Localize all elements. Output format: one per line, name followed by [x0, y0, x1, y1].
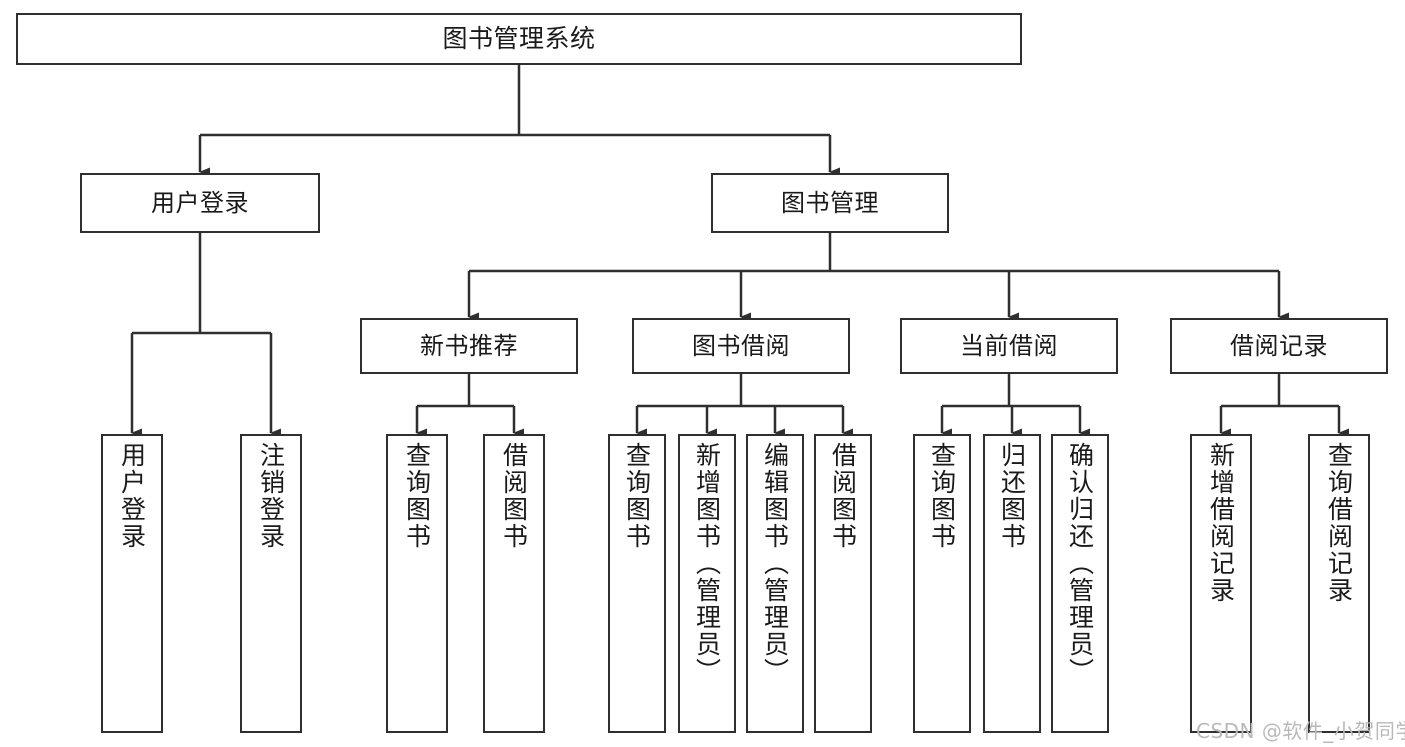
- node-label: 借阅记录: [1230, 331, 1328, 360]
- node-root[interactable]: 图书管理系统: [16, 13, 1022, 65]
- node-label: 查询借阅记录: [1324, 442, 1354, 604]
- node-label: 新增借阅记录: [1206, 442, 1236, 604]
- node-leaf-query-book-1[interactable]: 查询图书: [386, 434, 448, 733]
- node-label: 借阅图书: [828, 442, 858, 550]
- node-leaf-edit-book[interactable]: 编辑图书（管理员）: [746, 434, 804, 733]
- node-leaf-borrow-book-1[interactable]: 借阅图书: [483, 434, 545, 733]
- node-label: 图书管理系统: [442, 24, 596, 53]
- node-user-login[interactable]: 用户登录: [80, 173, 320, 233]
- node-leaf-query-record[interactable]: 查询借阅记录: [1308, 434, 1370, 733]
- node-label: 确认归还（管理员）: [1065, 442, 1095, 685]
- node-leaf-confirm-return[interactable]: 确认归还（管理员）: [1051, 434, 1109, 733]
- node-label: 图书借阅: [692, 331, 790, 360]
- node-label: 新增图书（管理员）: [692, 442, 722, 685]
- node-label: 归还图书: [997, 442, 1027, 550]
- node-new-book-rec[interactable]: 新书推荐: [360, 318, 578, 374]
- node-book-borrow[interactable]: 图书借阅: [632, 318, 850, 374]
- watermark: CSDN @软件_小贺同学: [1196, 719, 1405, 743]
- node-label: 借阅图书: [499, 442, 529, 550]
- node-label: 当前借阅: [960, 331, 1058, 360]
- node-leaf-query-book-3[interactable]: 查询图书: [913, 434, 971, 733]
- node-label: 新书推荐: [420, 331, 518, 360]
- node-leaf-user-login[interactable]: 用户登录: [101, 434, 163, 733]
- node-leaf-logout[interactable]: 注销登录: [240, 434, 302, 733]
- node-label: 查询图书: [622, 442, 652, 550]
- node-label: 编辑图书（管理员）: [760, 442, 790, 685]
- node-leaf-add-record[interactable]: 新增借阅记录: [1190, 434, 1252, 733]
- node-label: 注销登录: [256, 442, 286, 550]
- node-leaf-query-book-2[interactable]: 查询图书: [608, 434, 666, 733]
- node-leaf-borrow-book-2[interactable]: 借阅图书: [814, 434, 872, 733]
- connector-edges: [130, 65, 1349, 438]
- node-label: 查询图书: [402, 442, 432, 550]
- node-label: 查询图书: [927, 442, 957, 550]
- node-leaf-add-book[interactable]: 新增图书（管理员）: [678, 434, 736, 733]
- node-current-borrow[interactable]: 当前借阅: [900, 318, 1118, 374]
- node-label: 用户登录: [117, 442, 147, 550]
- node-book-manage[interactable]: 图书管理: [711, 173, 949, 233]
- node-borrow-record[interactable]: 借阅记录: [1170, 318, 1388, 374]
- node-label: 用户登录: [151, 188, 249, 217]
- node-leaf-return-book[interactable]: 归还图书: [983, 434, 1041, 733]
- node-label: 图书管理: [781, 188, 879, 217]
